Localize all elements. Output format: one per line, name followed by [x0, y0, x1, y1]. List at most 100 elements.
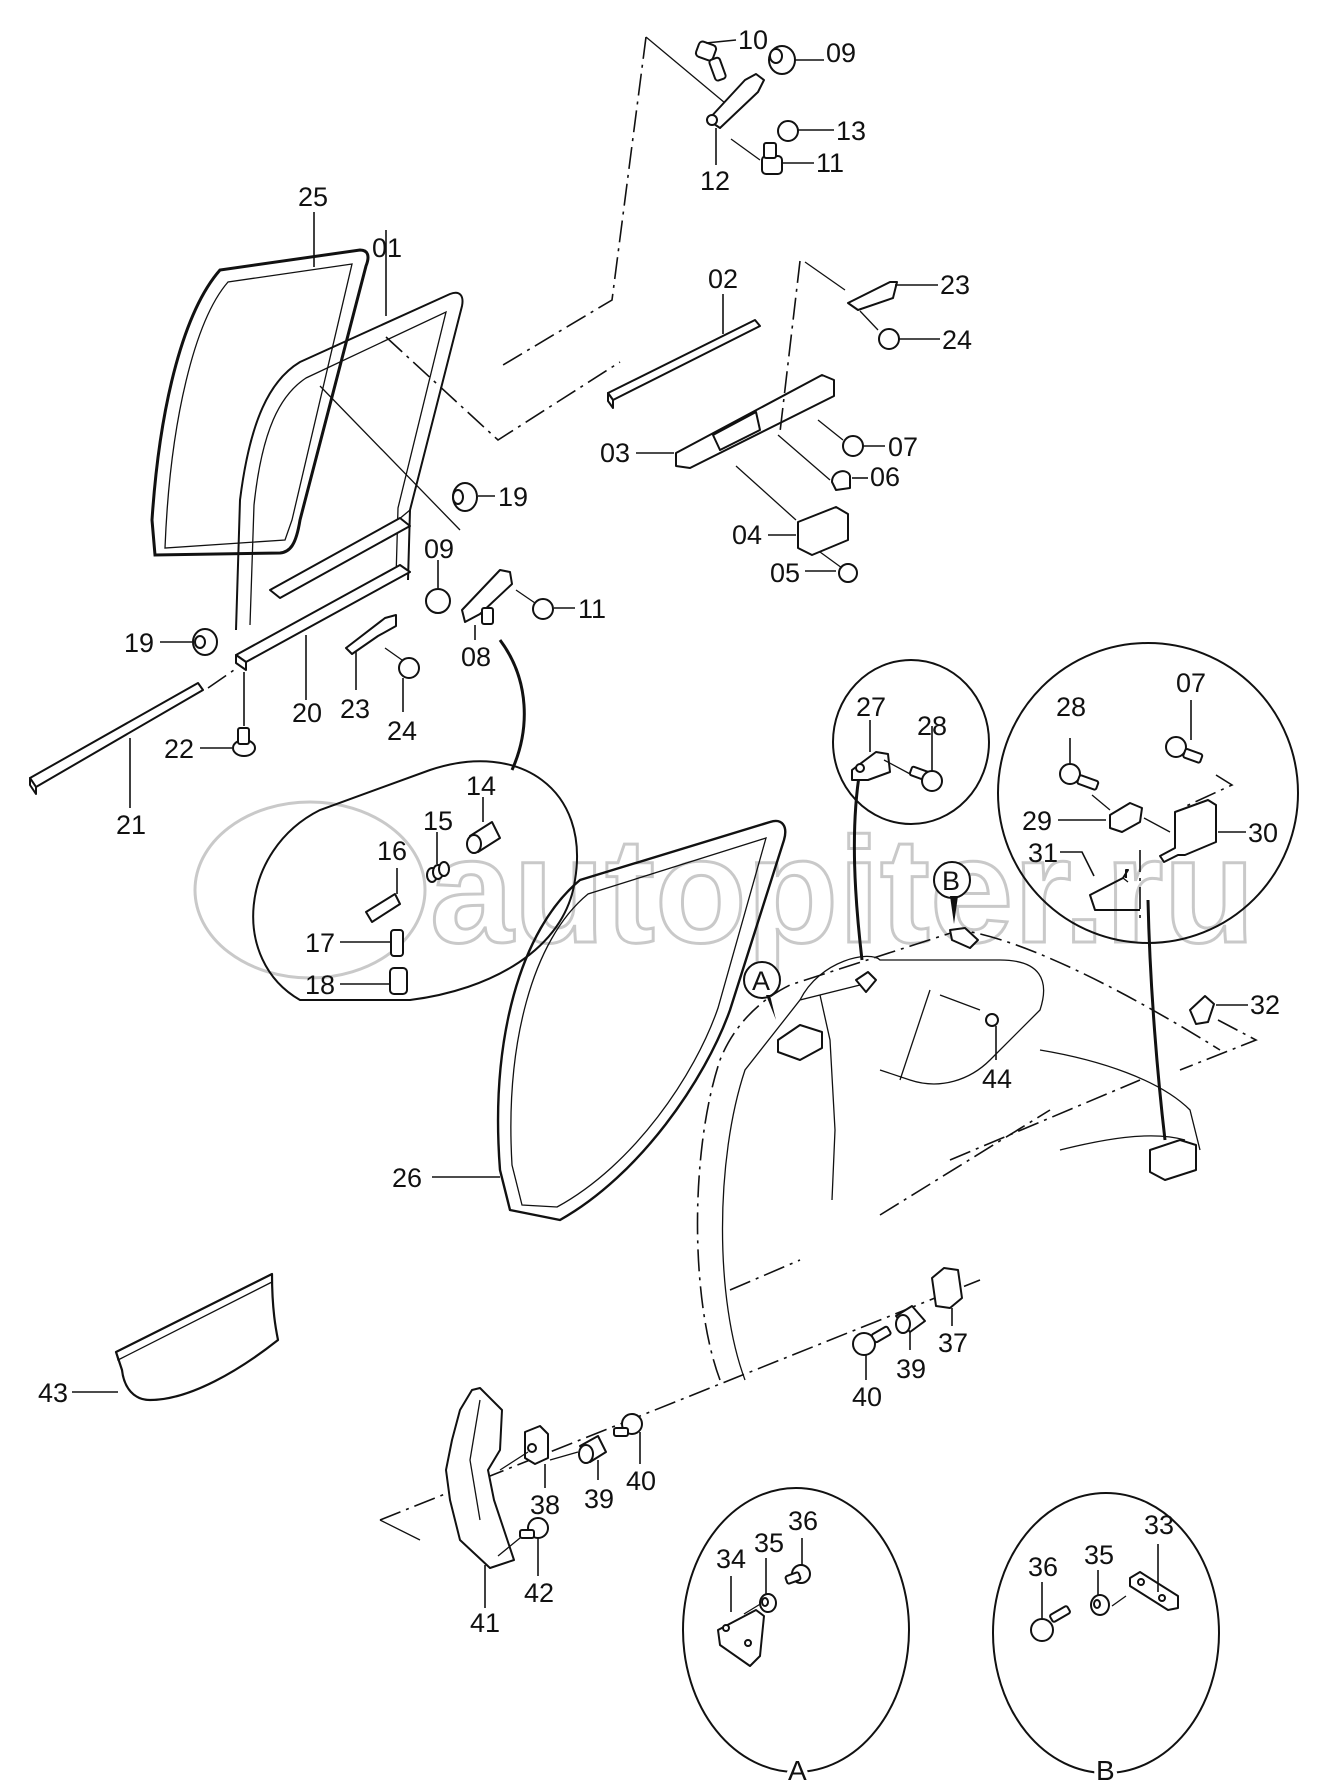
- callout-b-label: B: [942, 866, 960, 896]
- part-36-bolt-b: [1030, 1605, 1071, 1642]
- part-23-stopper-upper: 23: [847, 270, 970, 311]
- leader-line: [497, 36, 647, 369]
- label-38: 38: [530, 1490, 560, 1520]
- label-11: 11: [578, 594, 606, 624]
- part-24-bolt-lower: 24: [384, 647, 420, 746]
- part-42-bolt: 42: [497, 1517, 554, 1608]
- label-16: 16: [377, 836, 407, 866]
- watermark: autopiter.ru: [193, 800, 1257, 980]
- cab-body: [379, 769, 1221, 1541]
- part-37-catch: 37: [931, 1267, 968, 1358]
- part-24-bolt-upper: 24: [859, 310, 972, 355]
- label-13: 13: [836, 116, 866, 146]
- label-06: 06: [870, 462, 900, 492]
- label-40: 40: [852, 1382, 882, 1412]
- part-07-bolt-lock: [1165, 736, 1204, 764]
- label-28: 28: [917, 711, 947, 741]
- part-12-bracket: [707, 73, 765, 129]
- part-25-glass-seal: 25: [150, 182, 370, 557]
- detail-pointer: [852, 769, 864, 961]
- label-24: 24: [387, 716, 417, 746]
- part-10-bolt: [694, 40, 727, 82]
- label-35: 35: [1084, 1540, 1114, 1570]
- hinge-bracket-b: [949, 927, 979, 949]
- part-35-collar-a: [759, 1593, 777, 1613]
- part-39-collar-upper: 39: [895, 1305, 926, 1384]
- part-26-weather-strip: 26: [392, 819, 787, 1222]
- part-36-bolt-a: [784, 1564, 811, 1585]
- label-18: 18: [305, 970, 335, 1000]
- label-27: 27: [856, 692, 886, 722]
- part-08-lower-roller-bracket: 08: [461, 569, 513, 672]
- part-06-cap: 06: [777, 434, 900, 492]
- label-23: 23: [940, 270, 970, 300]
- detail-a-label: A: [788, 1755, 807, 1785]
- part-40-bolt-upper: 40: [852, 1325, 892, 1412]
- label-39: 39: [896, 1354, 926, 1384]
- part-34-bracket: [717, 1609, 765, 1667]
- label-29: 29: [1022, 806, 1052, 836]
- callout-b: B: [933, 861, 971, 924]
- hinge-bracket-a: [777, 1024, 823, 1061]
- label-34: 34: [716, 1544, 746, 1574]
- label-09: 09: [424, 534, 454, 564]
- label-14: 14: [466, 771, 496, 801]
- label-15: 15: [423, 806, 453, 836]
- part-19-roller-upper: 19: [452, 482, 528, 512]
- label-04: 04: [732, 520, 762, 550]
- part-30-lock-bracket: [1159, 799, 1217, 863]
- label-03: 03: [600, 438, 630, 468]
- label-39: 39: [584, 1484, 614, 1514]
- part-11-bolt-lower: 11: [515, 589, 606, 624]
- part-31-handle: [1089, 869, 1140, 911]
- part-29-plate: [1109, 802, 1143, 833]
- label-12: 12: [700, 166, 730, 196]
- part-19-roller-lower: 19: [124, 628, 218, 658]
- part-39-collar-lower: 39: [549, 1435, 614, 1514]
- part-20-lower-rail: 20: [235, 564, 411, 728]
- part-03-roller-bracket: 03: [600, 260, 846, 469]
- part-22-bolt: 22: [164, 672, 256, 764]
- detail-pointer: [498, 639, 526, 771]
- part-33-bracket-b: [1129, 1571, 1179, 1611]
- part-04-block: 04: [732, 465, 849, 556]
- label-36: 36: [788, 1506, 818, 1536]
- part-18-bushing: 18: [305, 967, 408, 1000]
- label-05: 05: [770, 558, 800, 588]
- detail-circle-lock: 28 07 29 30 31: [997, 642, 1299, 944]
- label-28: 28: [1056, 692, 1086, 722]
- watermark-text: autopiter.ru: [430, 806, 1255, 974]
- label-42: 42: [524, 1578, 554, 1608]
- label-10: 10: [738, 25, 768, 55]
- label-32: 32: [1250, 990, 1280, 1020]
- part-09-roller-lower: 09: [424, 534, 454, 614]
- part-40-bolt-lower: 40: [613, 1413, 656, 1496]
- label-22: 22: [164, 734, 194, 764]
- label-43: 43: [38, 1378, 68, 1408]
- label-11: 11: [816, 148, 844, 178]
- part-32-stopper: 32: [1179, 990, 1280, 1071]
- part-15-spring: 15: [423, 806, 453, 883]
- label-24: 24: [942, 325, 972, 355]
- callout-a: A: [743, 961, 781, 1020]
- part-41-cover: 41: [445, 1387, 515, 1638]
- part-group-upper-bracket: 10 09 13 11 12: [497, 25, 866, 369]
- label-41: 41: [470, 1608, 500, 1638]
- detail-view-a: 34 35 36 A: [682, 1487, 910, 1785]
- label-08: 08: [461, 642, 491, 672]
- label-23: 23: [340, 694, 370, 724]
- label-31: 31: [1028, 838, 1058, 868]
- label-19: 19: [498, 482, 528, 512]
- part-14-sleeve: 14: [466, 771, 501, 854]
- part-43-glass: 43: [38, 1272, 280, 1408]
- part-11-bolt: [761, 142, 783, 175]
- label-35: 35: [754, 1528, 784, 1558]
- leader-line: [645, 36, 732, 109]
- part-02-upper-rail: 02: [607, 264, 761, 409]
- part-17-pin: 17: [305, 928, 404, 958]
- label-01: 01: [372, 233, 402, 263]
- label-17: 17: [305, 928, 335, 958]
- label-21: 21: [116, 810, 146, 840]
- striker-location: [855, 971, 877, 993]
